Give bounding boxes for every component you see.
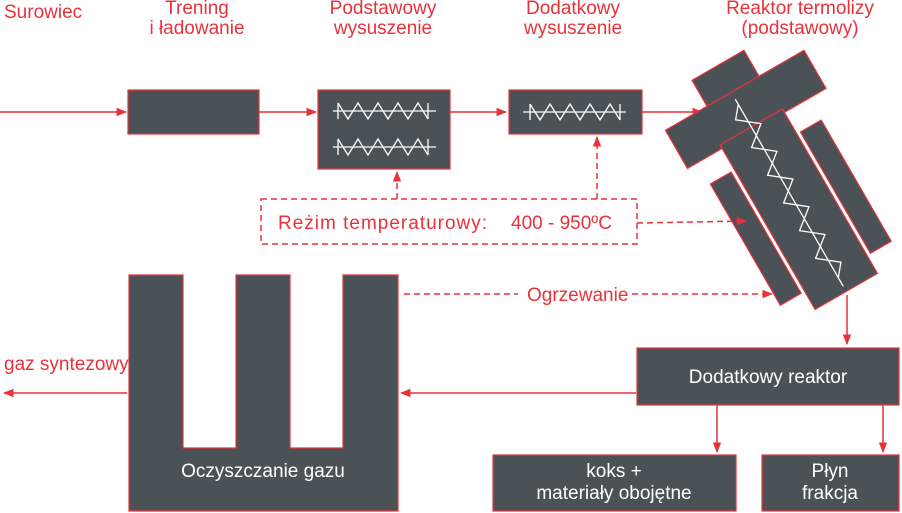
secondary-drying-label-line1: Dodatkowy bbox=[526, 0, 620, 19]
gas-cleaning-unit bbox=[128, 274, 399, 512]
reactor-label-line2: (podstawowy) bbox=[741, 18, 858, 39]
heater-coil-icon bbox=[333, 101, 436, 121]
heater-coil-icon bbox=[333, 137, 436, 157]
syngas-label: gaz syntezowy bbox=[4, 354, 129, 375]
temperature-mode-value: 400 - 950ºC bbox=[511, 213, 612, 234]
coke-label-line2: materiały obojętne bbox=[536, 483, 691, 504]
primary-drying-label-line2: wysuszenie bbox=[333, 18, 432, 39]
liquid-label-line1: Płyn bbox=[812, 461, 849, 482]
coke-box bbox=[492, 454, 737, 512]
training-box bbox=[127, 89, 260, 135]
liquid-label-line2: frakcja bbox=[802, 483, 858, 504]
gas-cleaning-label: Oczyszczanie gazu bbox=[181, 461, 345, 482]
heater-coil-icon bbox=[523, 102, 626, 122]
secondary-drying-box bbox=[508, 89, 643, 135]
reactor-label-line1: Reaktor termolizy bbox=[726, 0, 874, 19]
primary-drying-label-line1: Podstawowy bbox=[330, 0, 437, 19]
coke-label-line1: koks + bbox=[586, 461, 641, 482]
temperature-mode-prefix: Reżim temperaturowy: bbox=[278, 213, 488, 234]
raw-material-label: Surowiec bbox=[4, 2, 82, 23]
thermolysis-reactor bbox=[664, 49, 893, 311]
training-label-line2: i ładowanie bbox=[149, 18, 244, 39]
liquid-fraction-box bbox=[761, 454, 900, 512]
heating-label: Ogrzewanie bbox=[527, 285, 628, 306]
heater-coil-icon bbox=[734, 104, 842, 278]
heat-feed-reactor bbox=[636, 216, 748, 226]
secondary-reactor-label: Dodatkowy reaktor bbox=[689, 367, 848, 388]
primary-drying-box bbox=[317, 89, 451, 170]
secondary-drying-label-line2: wysuszenie bbox=[523, 18, 622, 39]
training-label-line1: Trening bbox=[165, 0, 229, 19]
secondary-reactor-box bbox=[636, 347, 900, 406]
